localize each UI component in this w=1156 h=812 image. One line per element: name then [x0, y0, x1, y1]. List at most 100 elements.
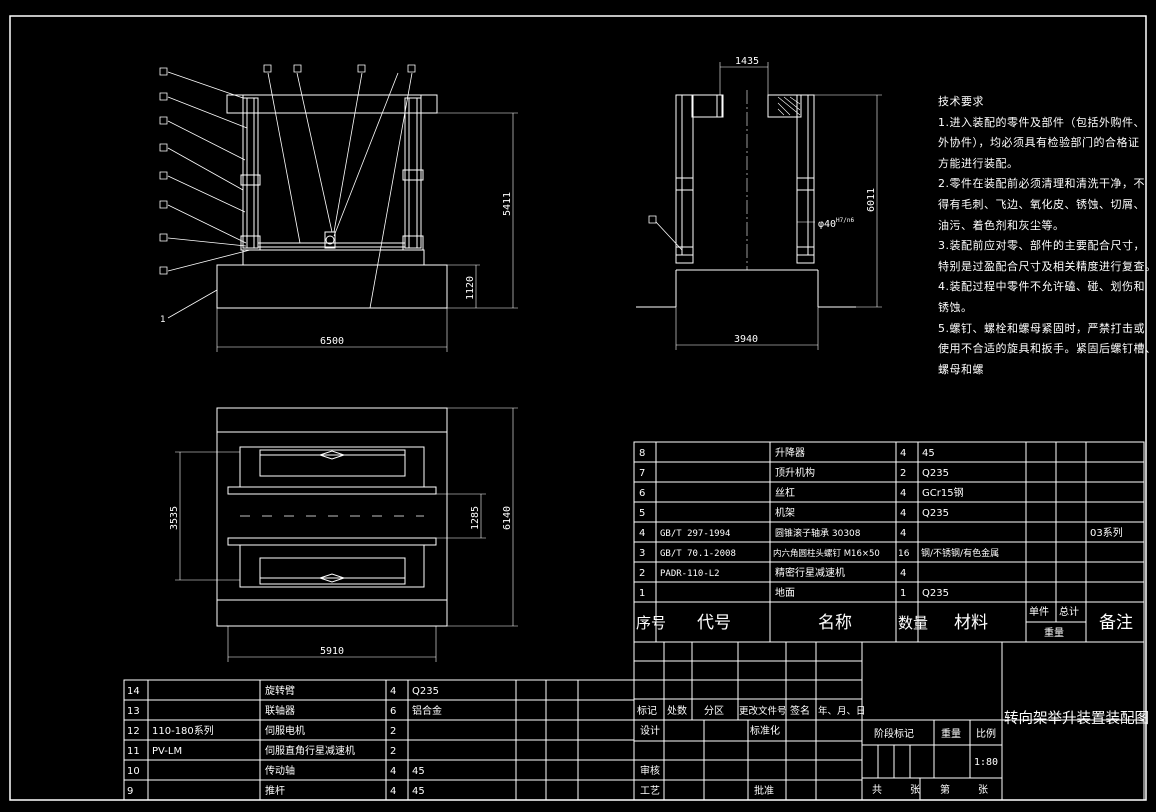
bom-row5-qty: 4	[900, 508, 906, 519]
bom-row8-qty: 4	[900, 448, 906, 459]
tb-stage-mark: 阶段标记	[874, 727, 914, 740]
bom-row9-name: 推杆	[265, 784, 285, 797]
bom-row4-no: 4	[639, 528, 645, 539]
bom-row5-no: 5	[639, 508, 645, 519]
dim-front-height: 5411	[502, 192, 513, 216]
tb-sign: 签名	[790, 704, 810, 717]
front-view	[168, 72, 518, 352]
dim-side-width: 3940	[734, 334, 758, 345]
bom-row13-qty: 6	[390, 706, 396, 717]
tech-req-line: 1.进入装配的零件及部件（包括外购件、	[938, 115, 1145, 129]
tech-req-line: 2.零件在装配前必须清理和清洗干净，不	[938, 177, 1145, 191]
bom-row11-qty: 2	[390, 746, 396, 757]
balloon-1: 1	[160, 315, 166, 325]
bom-row2-name: 精密行星减速机	[775, 566, 845, 579]
dim-side-diameter: φ40	[818, 219, 836, 230]
bom-row14-material: Q235	[412, 686, 439, 697]
technical-requirements: 技术要求 1.进入装配的零件及部件（包括外购件、 外协件），均必须具有检验部门的…	[938, 92, 1156, 380]
bom-row9-qty: 4	[390, 786, 396, 797]
title-block-grid	[634, 642, 1144, 800]
dim-plan-width: 5910	[320, 646, 344, 657]
tb-sheet: 张	[910, 784, 920, 796]
bom-row14-no: 14	[127, 686, 140, 697]
bom-row13-material: 铝合金	[412, 704, 442, 717]
bom-row12-no: 12	[127, 726, 140, 737]
bom-row12-name: 伺服电机	[265, 724, 305, 737]
drawing-title: 转向架举升装置装配图	[1004, 710, 1149, 727]
bom-row5-name: 机架	[775, 506, 795, 519]
bom-header-qty: 数量	[898, 614, 928, 632]
bom-row8-material: 45	[922, 448, 935, 459]
bom-header-note: 备注	[1099, 613, 1133, 633]
bom-row12-code: 110-180系列	[152, 724, 214, 737]
bom-row8-no: 8	[639, 448, 645, 459]
tech-req-heading: 技术要求	[938, 95, 984, 108]
bom-row6-qty: 4	[900, 488, 906, 499]
bom-row7-qty: 2	[900, 468, 906, 479]
bom-row8-name: 升降器	[775, 446, 805, 459]
bom-row1-no: 1	[639, 588, 645, 599]
tb-weight: 重量	[941, 727, 961, 740]
tb-review: 审核	[640, 764, 660, 777]
tb-no: 第	[940, 783, 950, 796]
bom-row4-note: 03系列	[1090, 526, 1123, 539]
plan-view	[175, 408, 518, 662]
bom-header-total: 总计	[1059, 605, 1079, 618]
bom-header-name: 名称	[818, 613, 852, 633]
bom-row14-name: 旋转臂	[265, 684, 295, 697]
tech-req-line: 特别是过盈配合尺寸及相关精度进行复查。	[938, 259, 1156, 273]
tb-count: 处数	[667, 704, 687, 717]
bom-row13-name: 联轴器	[265, 704, 295, 717]
bom-row3-code: GB/T 70.1-2008	[660, 549, 736, 559]
bom-row3-material: 钢/不锈钢/有色金属	[921, 547, 999, 559]
tech-req-line: 外协件），均必须具有检验部门的合格证	[938, 136, 1140, 150]
tb-design: 设计	[640, 724, 660, 737]
tb-approve: 批准	[754, 784, 774, 797]
tech-req-line: 4.装配过程中零件不允许磕、碰、划伤和	[938, 280, 1145, 294]
tb-scale: 比例	[976, 727, 996, 740]
bom-row11-code: PV-LM	[152, 746, 182, 757]
tech-req-line: 螺母和螺	[938, 362, 984, 376]
tech-req-line: 油污、着色剂和灰尘等。	[938, 218, 1065, 232]
bom-header-no: 序号	[636, 614, 666, 632]
tech-req-line: 5.螺钉、螺栓和螺母紧固时，严禁打击或	[938, 321, 1145, 335]
dim-plan-right: 6140	[502, 506, 513, 530]
bom-row12-qty: 2	[390, 726, 396, 737]
bom-row3-name: 内六角圆柱头螺钉 M16×50	[773, 548, 880, 559]
bom-row2-qty: 4	[900, 568, 906, 579]
bom-upper-text: 8 升降器 4 45 7 顶升机构 2 Q235 6 丝杠 4 GCr15钢 5…	[636, 446, 1133, 639]
bom-row10-qty: 4	[390, 766, 396, 777]
bom-lower-grid	[124, 680, 634, 800]
bom-header-weight: 重量	[1044, 626, 1064, 639]
bom-header-single: 单件	[1029, 606, 1049, 618]
side-view	[636, 62, 882, 350]
bom-row10-name: 传动轴	[265, 764, 295, 777]
bom-header-material: 材料	[954, 613, 988, 633]
dim-plan-left: 3535	[169, 506, 180, 530]
bom-row11-name: 伺服直角行星减速机	[265, 744, 355, 757]
tb-total: 共	[872, 784, 882, 796]
bom-header-code: 代号	[697, 613, 731, 633]
bom-row13-no: 13	[127, 706, 140, 717]
bom-row2-no: 2	[639, 568, 645, 579]
tech-req-line: 锈蚀。	[938, 300, 973, 314]
bom-row7-material: Q235	[922, 468, 949, 479]
tb-standardize: 标准化	[750, 724, 780, 737]
title-block-text: 标记 处数 分区 更改文件号 签名 年、月、日 设计 标准化 审核 工艺 批准 …	[637, 704, 1149, 797]
bom-row7-name: 顶升机构	[775, 466, 815, 479]
dim-plan-gap: 1285	[470, 506, 481, 530]
bom-row9-no: 9	[127, 786, 133, 797]
bom-row1-name: 地面	[775, 586, 795, 599]
tech-req-line: 得有毛刺、飞边、氧化皮、锈蚀、切屑、	[938, 197, 1145, 211]
dim-side-fit: H7/n6	[836, 217, 854, 224]
tech-req-line: 3.装配前应对零、部件的主要配合尺寸，	[938, 239, 1145, 253]
tech-req-line: 使用不合适的旋具和扳手。紧固后螺钉槽、	[938, 342, 1156, 356]
dim-front-width: 6500	[320, 336, 344, 347]
tb-sheet2: 张	[978, 784, 988, 796]
tb-date: 年、月、日	[818, 705, 866, 717]
bom-row11-no: 11	[127, 746, 140, 757]
bom-upper-grid	[634, 442, 1144, 642]
bom-row4-name: 圆锥滚子轴承 30308	[775, 527, 861, 539]
front-balloons: 1	[160, 65, 415, 325]
